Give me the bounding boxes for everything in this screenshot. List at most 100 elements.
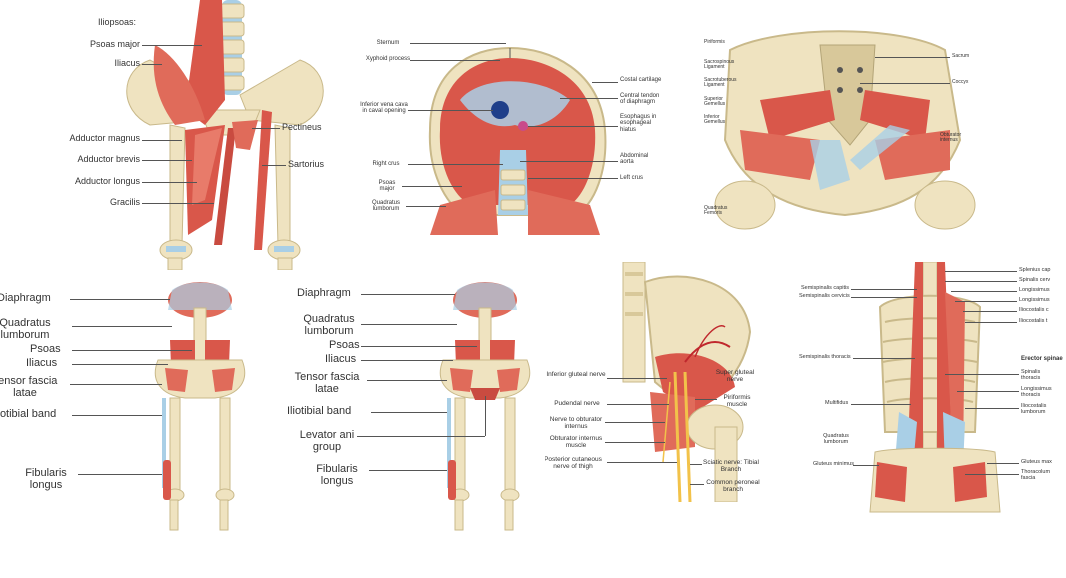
label-multifidus: Multifidus [825, 400, 849, 406]
leader-pectineus [252, 128, 280, 129]
panel-pelvis-deep: Piriformis Sacrospinous Ligament Sacrotu… [700, 30, 990, 230]
leader-r-gluteus-max [987, 463, 1019, 464]
panel-gluteal-nerves: Inferior gluteal nerve Pudendal nerve Ne… [545, 262, 790, 502]
label-iliopsoas-heading: Iliopsoas: [98, 17, 137, 27]
leader-psoas-major-d [402, 186, 462, 187]
label-psoas-major: Psoas major [89, 39, 140, 49]
leader-sternum [410, 43, 506, 44]
leader-r-thoracolum [965, 474, 1019, 475]
leader-adductor-longus [142, 182, 197, 183]
label-diaphragm-l: Diaphragm [0, 292, 51, 304]
leader-adductor-magnus [142, 140, 182, 141]
leader-costal [592, 82, 618, 83]
leader-diaphragm-l [70, 299, 170, 300]
label-iliacus-m: Iliacus [325, 353, 357, 365]
leader-psoas-l [72, 350, 192, 351]
label-semispinalis-thoracis: Semispinalis thoracis [799, 354, 851, 360]
leader-semi-capitis [851, 289, 917, 290]
label-r-longissimus-2: Longissimus [1019, 297, 1050, 303]
hip-front-illustration [126, 0, 324, 270]
label-adductor-magnus: Adductor magnus [60, 133, 140, 143]
leader-piriformis-muscle [695, 399, 717, 400]
leader-left-crus [528, 178, 618, 179]
pelvis-deep-illustration [714, 30, 976, 230]
label-xyphoid: Xyphoid process [365, 56, 411, 62]
panel-diaphragm: Sternum Xyphoid process Inferior vena ca… [360, 30, 680, 240]
label-r-iliocostalis-lumborum: Iliocostalis lumborum [1021, 403, 1047, 415]
label-coccyx: Coccyx [952, 79, 969, 85]
label-sciatic-tibial: Sciatic nerve: Tibial Branch [703, 459, 759, 473]
leader-semi-cervicis [851, 297, 917, 298]
leader-pudendal [607, 404, 669, 405]
skeleton-mid-illustration [439, 282, 531, 531]
leader-right-crus [408, 164, 503, 165]
leader-itb-m [371, 412, 447, 413]
leader-levator-ani-v [485, 396, 486, 436]
label-left-crus: Left crus [620, 175, 644, 181]
label-posterior-cutaneous: Posterior cutaneous nerve of thigh [545, 456, 602, 470]
skeleton-left-illustration [154, 282, 246, 531]
label-r-longissimus-thoracis: Longissimus thoracis [1021, 386, 1052, 398]
label-erector-spinae-heading: Erector spinae [1021, 356, 1063, 362]
label-r-longissimus-1: Longissimus [1019, 287, 1050, 293]
leader-nerve-obturator [605, 422, 665, 423]
label-esophagus: Esophagus in esophageal hiatus [620, 114, 657, 133]
label-gracilis: Gracilis [109, 197, 140, 207]
leader-quadratus-m [361, 324, 457, 325]
label-r-thoracolum: Thoracolum fascia [1021, 469, 1051, 481]
label-quadratus-d: Quadratus lumborum [371, 200, 401, 213]
label-common-peroneal: Common peroneal branch [706, 479, 760, 493]
label-tfl-l: Tensor fascia latae [0, 375, 58, 399]
back-illustration [869, 262, 1001, 513]
leader-sciatic [690, 464, 702, 465]
label-adductor-longus: Adductor longus [60, 176, 140, 186]
label-pudendal: Pudendal nerve [554, 400, 600, 407]
leader-gracilis [142, 203, 214, 204]
gluteal-nerves-illustration [622, 262, 752, 502]
label-sternum: Sternum [376, 40, 400, 46]
label-sacrum: Sacrum [952, 53, 970, 59]
label-quadratus-m: Quadratus lumborum [303, 313, 355, 337]
leader-gluteus-minimus [853, 465, 879, 466]
label-sartorius: Sartorius [288, 159, 325, 169]
leader-r-spinalis-cerv [945, 281, 1017, 282]
label-adductor-brevis-text: Adductor brevis [77, 154, 140, 164]
label-super-gluteal: Super gluteal nerve [715, 369, 755, 383]
label-semispinalis-capitis: Semispinalis capitis [801, 285, 849, 291]
label-central-tendon: Central tendon of diaphragm [620, 93, 660, 106]
label-fibularis-m: Fibularis longus [316, 463, 358, 487]
leader-adductor-brevis [142, 160, 192, 161]
panel-skeleton-left: Diaphragm Quadratus lumborum Psoas Iliac… [0, 280, 270, 535]
leader-r-iliocostalis-lumborum [965, 408, 1019, 409]
leader-r-iliocostalis-c [963, 311, 1017, 312]
label-piriformis-p3: Piriformis [704, 39, 725, 45]
leader-coccyx [860, 83, 950, 84]
leader-sartorius [262, 165, 286, 166]
label-r-splenius: Splenius cap [1019, 267, 1051, 273]
label-r-spinalis-cerv: Spinalis cerv [1019, 277, 1051, 283]
label-itb-m: Iliotibial band [287, 405, 352, 417]
leader-sacrum [875, 57, 950, 58]
label-psoas-m: Psoas [329, 339, 360, 351]
panel-skeleton-mid: Diaphragm Quadratus lumborum Psoas Iliac… [285, 280, 555, 535]
leader-ivc [408, 110, 493, 111]
label-r-iliocostalis-c: Iliocostalis c [1019, 307, 1049, 313]
label-ivc: Inferior vena cava in caval opening [360, 102, 408, 115]
label-diaphragm-m: Diaphragm [297, 287, 351, 299]
label-itb-l: Iliotibial band [0, 408, 57, 420]
label-inferior-gemellus: Inferior Gemellus [704, 114, 726, 126]
label-sacrotuberous: Sacrotuberous Ligament [704, 77, 737, 89]
label-r-spinalis-thoracis: Spinalis thoracis [1021, 369, 1041, 381]
label-superior-gemellus: Superior Gemellus [704, 96, 726, 108]
label-gluteus-minimus: Gluteus minimus [813, 461, 854, 467]
leader-iliacus-l [72, 364, 168, 365]
label-right-crus: Right crus [372, 161, 400, 167]
label-nerve-obturator: Nerve to obturator internus [549, 416, 603, 430]
label-abdominal-aorta: Abdominal aorta [620, 153, 649, 166]
leader-multifidus [851, 404, 911, 405]
leader-iliacus [142, 64, 162, 65]
leader-psoas-m [361, 346, 477, 347]
label-piriformis-muscle: Piriformis muscle [723, 394, 751, 408]
leader-r-splenius [945, 271, 1017, 272]
leader-semi-thoracis [853, 358, 915, 359]
